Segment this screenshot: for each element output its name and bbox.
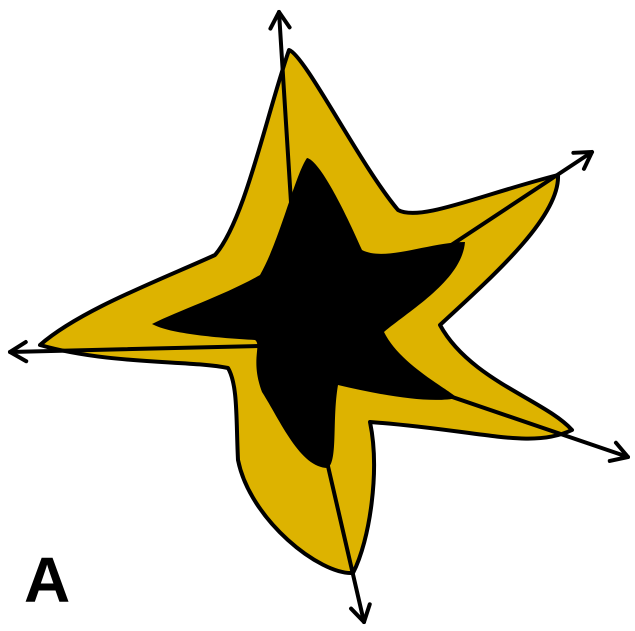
panel-label: A	[24, 548, 70, 612]
